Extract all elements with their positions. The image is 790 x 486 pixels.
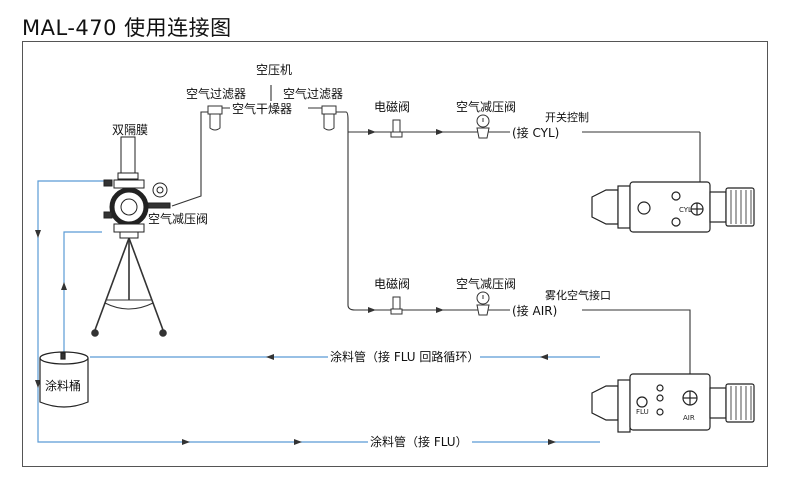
air-filter-2-label: 空气过滤器 (283, 86, 343, 101)
paint-arrows (35, 230, 556, 445)
compressor-label: 空压机 (256, 63, 292, 77)
diaphragm-pump-icon (103, 136, 171, 239)
gun-flu-label: FLU (636, 408, 649, 416)
switch-control-label: 开关控制 (545, 110, 589, 124)
regulator-2-label: 空气减压阀 (456, 276, 516, 291)
paint-tube-return-label: 涂料管（接 FLU 回路循环） (330, 349, 479, 364)
solenoid-1-icon (390, 119, 403, 138)
air-dryer-label: 空气干燥器 (232, 101, 292, 116)
gun-air-label: AIR (683, 414, 695, 422)
solenoid-2-label: 电磁阀 (374, 276, 410, 291)
paint-tube-flu-label: 涂料管（接 FLU） (370, 434, 468, 449)
air-arrows (368, 129, 444, 313)
solenoid-1-label: 电磁阀 (374, 99, 410, 114)
air-filter-1-icon (207, 105, 223, 131)
page-title: MAL-470 使用连接图 (22, 16, 232, 40)
regulator-1-icon (476, 114, 490, 139)
paint-bucket-icon (39, 351, 89, 408)
to-air-label: (接 AIR) (512, 303, 557, 318)
atomize-air-label: 雾化空气接口 (545, 288, 611, 302)
diaphragm-pump-label: 双隔膜 (112, 123, 148, 137)
gun-cyl-label: CYL (679, 206, 692, 214)
tripod-icon (91, 237, 167, 337)
spray-gun-bottom-icon (591, 373, 755, 433)
air-filter-1-label: 空气过滤器 (186, 86, 246, 101)
solenoid-2-icon (390, 296, 403, 315)
paint-bucket-label: 涂料桶 (45, 378, 81, 393)
diagram-frame (22, 41, 768, 467)
air-filter-2-icon (321, 105, 337, 131)
to-cyl-label: (接 CYL) (512, 125, 559, 140)
spray-gun-top-icon (591, 181, 755, 233)
regulator-2-icon (476, 291, 490, 316)
air-lines (171, 85, 701, 378)
pump-regulator-label: 空气减压阀 (148, 211, 208, 226)
regulator-1-label: 空气减压阀 (456, 99, 516, 114)
